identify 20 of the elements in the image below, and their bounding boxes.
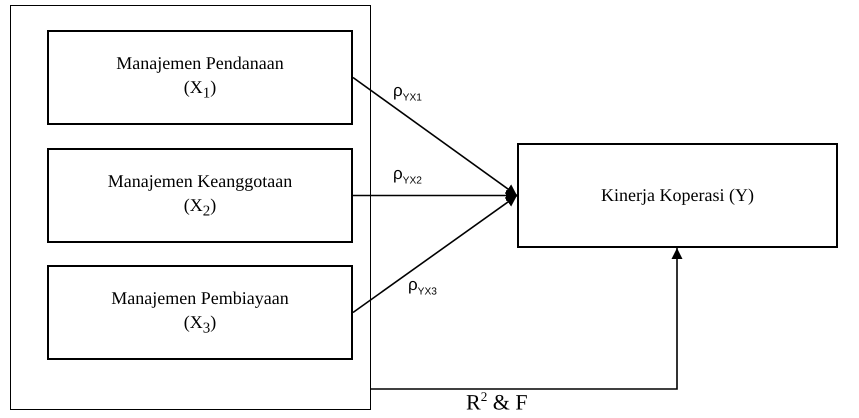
edge-label: ρ$_{YX1}$ xyxy=(393,82,422,104)
node-text: Kinerja Koperasi (Y) xyxy=(601,184,754,208)
arrow xyxy=(353,190,517,202)
variable-box xyxy=(47,148,353,243)
arrow xyxy=(352,76,518,196)
node-text: Manajemen Keanggotaan xyxy=(108,170,292,193)
node-text: (X$_{2}$) xyxy=(184,194,216,222)
edge-label: ρ$_{YX2}$ xyxy=(393,165,422,187)
arrow xyxy=(371,248,683,390)
group-box xyxy=(10,5,371,410)
edge-label: ρ$_{YX3}$ xyxy=(408,276,437,298)
node-text: Manajemen Pembiayaan xyxy=(111,286,289,310)
arrow xyxy=(352,194,518,314)
variable-box xyxy=(47,265,353,360)
variable-box xyxy=(47,30,353,125)
node-text: (X$_{3}$) xyxy=(184,311,216,339)
variable-box xyxy=(517,143,838,248)
node-text: (X$_{1}$) xyxy=(184,76,216,104)
node-text: Manajemen Pendanaan xyxy=(116,52,284,75)
edge-label: R$^{2}$ & F xyxy=(466,390,528,414)
